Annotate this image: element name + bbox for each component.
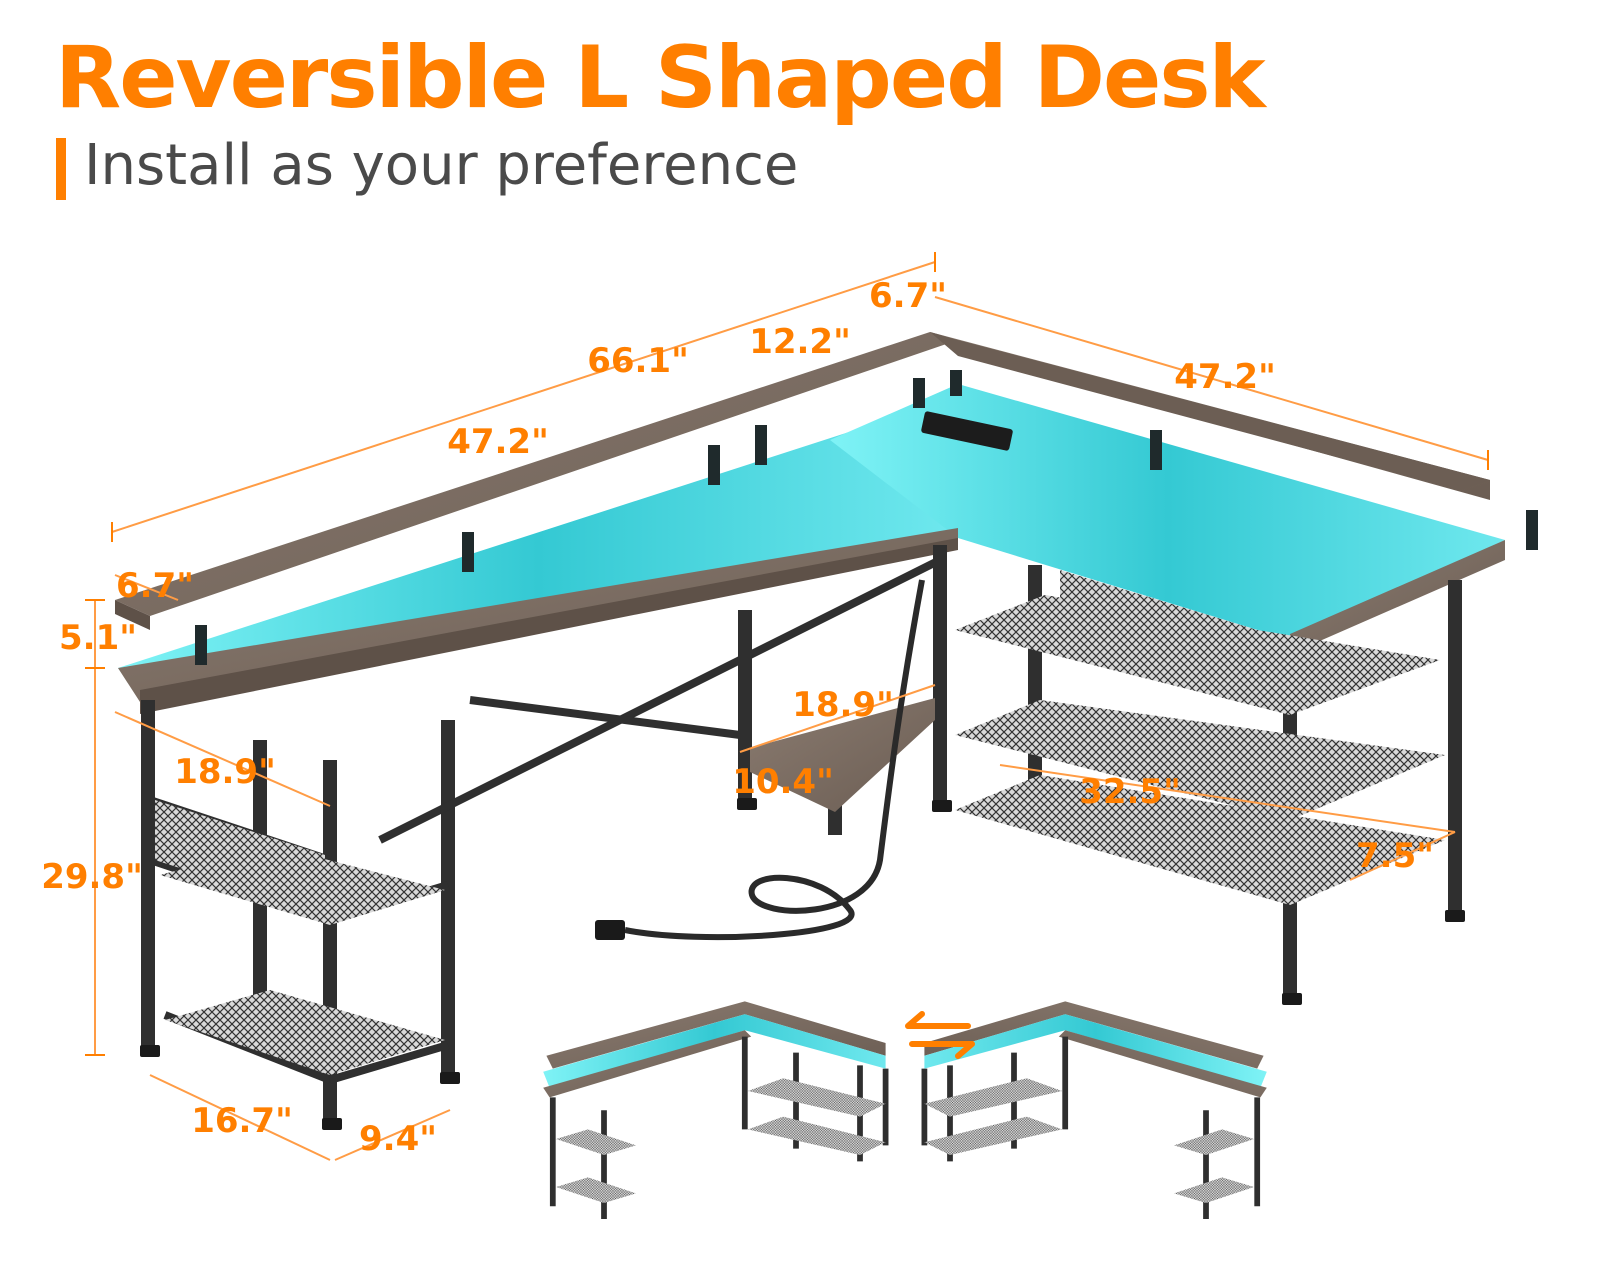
dim-inner-shelf-depth: 18.9" xyxy=(792,685,894,725)
desk-top-left xyxy=(118,402,958,700)
monitor-shelf-left xyxy=(115,332,958,616)
dim-side-width: 9.4" xyxy=(359,1119,437,1159)
main-desk xyxy=(115,332,1538,1130)
thumbnail-right-config xyxy=(921,1001,1267,1220)
swap-arrows-icon xyxy=(905,1011,975,1059)
dim-total-width: 66.1" xyxy=(587,341,689,381)
dim-corner-width: 12.2" xyxy=(749,322,851,362)
desk-feet xyxy=(140,798,1465,1130)
dim-inner-shelf-width: 10.4" xyxy=(732,762,834,802)
page-title: Reversible L Shaped Desk xyxy=(55,28,1266,128)
dim-desk-height: 29.8" xyxy=(41,857,143,897)
dim-back-depth: 6.7" xyxy=(869,276,947,316)
dim-storage-depth: 7.5" xyxy=(1356,836,1434,876)
dim-right-top-length: 47.2" xyxy=(1174,357,1276,397)
dim-knee-clearance: 18.9" xyxy=(174,752,276,792)
inner-wood-shelf xyxy=(750,698,935,812)
dim-shelf-depth: 6.7" xyxy=(116,566,194,606)
thumbnail-left-config xyxy=(543,1001,889,1220)
left-mesh-shelf-2 xyxy=(160,845,445,925)
dim-side-depth: 16.7" xyxy=(191,1101,293,1141)
power-cord xyxy=(624,579,925,941)
right-mesh-back xyxy=(1060,570,1290,690)
power-strip xyxy=(921,411,1013,451)
dim-shelf-height: 5.1" xyxy=(59,618,137,658)
dim-left-top-length: 47.2" xyxy=(447,422,549,462)
dim-storage-width: 32.5" xyxy=(1079,772,1181,812)
desk-edge-right xyxy=(1290,540,1505,654)
plug xyxy=(595,920,625,940)
page-subtitle: Install as your preference xyxy=(84,133,799,198)
right-mesh-shelf-2 xyxy=(955,700,1445,820)
dimension-lines xyxy=(94,261,1489,1161)
subtitle-accent-bar xyxy=(56,138,66,200)
right-mesh-shelf-3 xyxy=(955,775,1445,905)
left-mesh-shelf-3 xyxy=(165,990,445,1075)
dimension-ticks xyxy=(85,252,1489,1056)
shelf-risers xyxy=(195,370,1538,665)
